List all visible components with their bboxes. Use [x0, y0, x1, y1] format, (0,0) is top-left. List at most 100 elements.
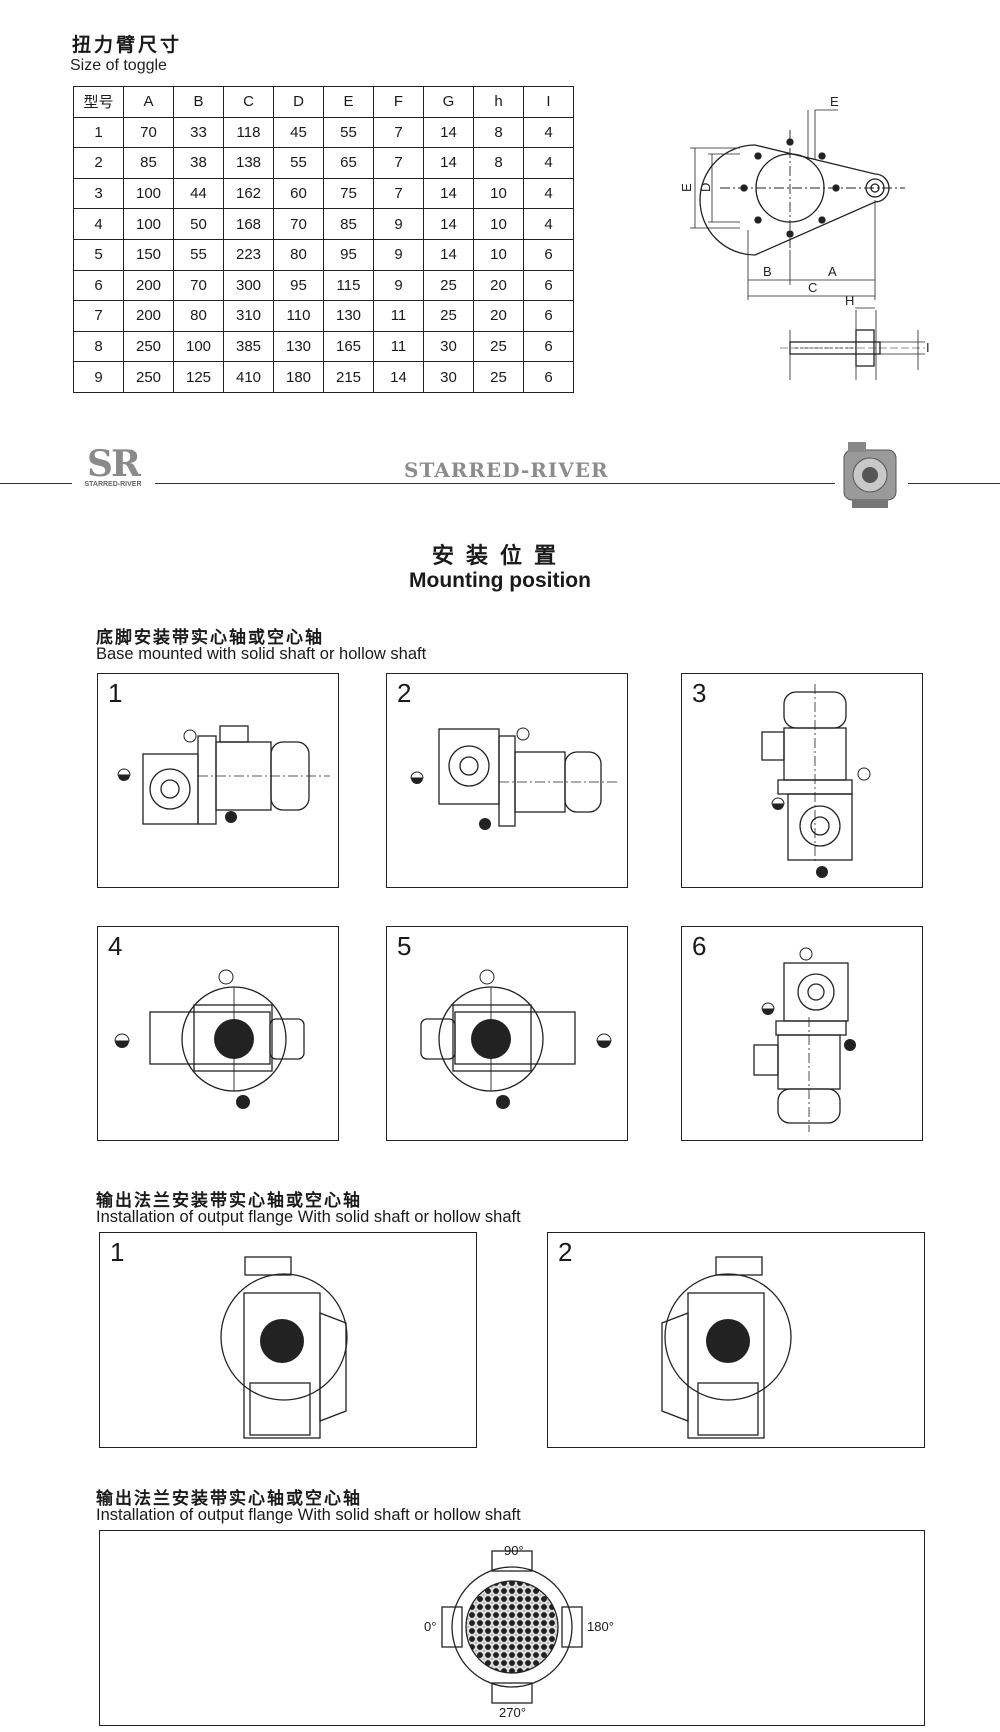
angle-label-0: 0° — [424, 1619, 437, 1634]
brand-name: STARRED-RIVER — [400, 458, 613, 482]
gearbox-motor-drawing — [114, 969, 305, 1109]
dimension-cell: 9 — [373, 208, 424, 240]
dimension-cell: 250 — [123, 361, 174, 393]
model-cell: 3 — [73, 177, 124, 210]
angle-label-180: 180° — [587, 1619, 614, 1634]
dimension-cell: 10 — [473, 177, 524, 210]
angle-label-270: 270° — [499, 1705, 526, 1720]
model-cell: 2 — [73, 147, 124, 179]
sr-logo: SR STARRED-RIVER — [78, 443, 148, 488]
dimension-cell: 100 — [123, 208, 174, 240]
dimension-cell: 44 — [173, 177, 224, 210]
position-number: 6 — [692, 931, 707, 961]
dimension-cell: 11 — [373, 330, 424, 363]
base-position-3: 3 — [681, 673, 923, 888]
flange-position-1: 1 — [99, 1232, 477, 1448]
base-position-5: 5 — [386, 926, 628, 1141]
column-header: I — [523, 86, 574, 118]
flange-position-2: 2 — [547, 1232, 925, 1448]
gearbox-product-icon — [843, 442, 897, 508]
mounting-title-en: Mounting position — [409, 569, 591, 592]
dimension-cell: 4 — [523, 177, 574, 210]
model-cell: 4 — [73, 208, 124, 240]
position-number: 2 — [397, 678, 412, 708]
angle-title-en: Installation of output flange With solid… — [96, 1506, 521, 1524]
dim-label-c: C — [808, 280, 817, 295]
model-cell: 6 — [73, 269, 124, 302]
column-header: G — [423, 86, 474, 118]
dimension-cell: 410 — [223, 361, 274, 393]
column-header: E — [323, 86, 374, 118]
dimension-cell: 150 — [123, 238, 174, 271]
base-position-1: 1 — [97, 673, 339, 888]
base-position-2: 2 — [386, 673, 628, 888]
model-cell: 7 — [73, 300, 124, 332]
angle-label-90: 90° — [504, 1543, 524, 1558]
dimension-cell: 14 — [423, 238, 474, 271]
dimension-cell: 6 — [523, 238, 574, 271]
mounting-title-cn: 安装位置 — [431, 544, 568, 569]
dimension-cell: 200 — [123, 269, 174, 302]
column-header: 型号 — [73, 86, 124, 118]
base-title-en: Base mounted with solid shaft or hollow … — [96, 645, 427, 663]
dimension-cell: 180 — [273, 361, 324, 393]
dimension-cell: 138 — [223, 147, 274, 179]
dimension-cell: 8 — [473, 147, 524, 179]
logo-subtext: STARRED-RIVER — [84, 481, 142, 488]
dimension-cell: 30 — [423, 361, 474, 393]
dim-label-i: I — [926, 340, 930, 355]
dimension-cell: 33 — [173, 116, 224, 149]
column-header: C — [223, 86, 274, 118]
dim-label-a: A — [828, 264, 837, 279]
banner-rule-left — [0, 483, 72, 484]
dimension-cell: 14 — [423, 116, 474, 149]
dimension-cell: 115 — [323, 269, 374, 302]
dimension-cell: 70 — [173, 269, 224, 302]
flange-gearbox-drawing — [220, 1256, 348, 1439]
dim-label-d: D — [698, 183, 713, 192]
dimension-cell: 162 — [223, 177, 274, 210]
base-title-cn: 底脚安装带实心轴或空心轴 — [96, 628, 324, 648]
dimension-cell: 95 — [323, 238, 374, 271]
dimension-cell: 80 — [173, 300, 224, 332]
dim-label-b: B — [763, 264, 772, 279]
dimension-cell: 85 — [323, 208, 374, 240]
dimension-cell: 7 — [373, 116, 424, 149]
dim-label-e: E — [679, 183, 694, 192]
dimension-cell: 14 — [423, 147, 474, 179]
dimension-cell: 300 — [223, 269, 274, 302]
dimension-cell: 4 — [523, 116, 574, 149]
dimension-cell: 310 — [223, 300, 274, 332]
dim-label-h: H — [845, 293, 854, 308]
dimension-cell: 30 — [423, 330, 474, 363]
dimension-cell: 100 — [173, 330, 224, 363]
dimension-cell: 38 — [173, 147, 224, 179]
column-header: B — [173, 86, 224, 118]
dimension-cell: 25 — [473, 361, 524, 393]
flange-title-cn: 输出法兰安装带实心轴或空心轴 — [96, 1191, 362, 1211]
flange-angle-drawing — [441, 1550, 583, 1704]
dimension-cell: 130 — [323, 300, 374, 332]
toggle-arm-drawing: E D E B A C H I — [679, 94, 930, 380]
dim-label-e-top: E — [830, 94, 839, 109]
position-number: 3 — [692, 678, 707, 708]
column-header: F — [373, 86, 424, 118]
banner-rule-right — [908, 483, 1000, 484]
dimension-cell: 20 — [473, 300, 524, 332]
dimension-cell: 14 — [423, 177, 474, 210]
dimension-cell: 50 — [173, 208, 224, 240]
dimension-cell: 11 — [373, 300, 424, 332]
dimension-cell: 75 — [323, 177, 374, 210]
gearbox-motor-drawing — [410, 727, 619, 830]
dimension-cell: 14 — [373, 361, 424, 393]
dimension-cell: 55 — [173, 238, 224, 271]
dimension-cell: 6 — [523, 330, 574, 363]
position-number: 1 — [110, 1237, 125, 1267]
dimension-cell: 25 — [423, 300, 474, 332]
